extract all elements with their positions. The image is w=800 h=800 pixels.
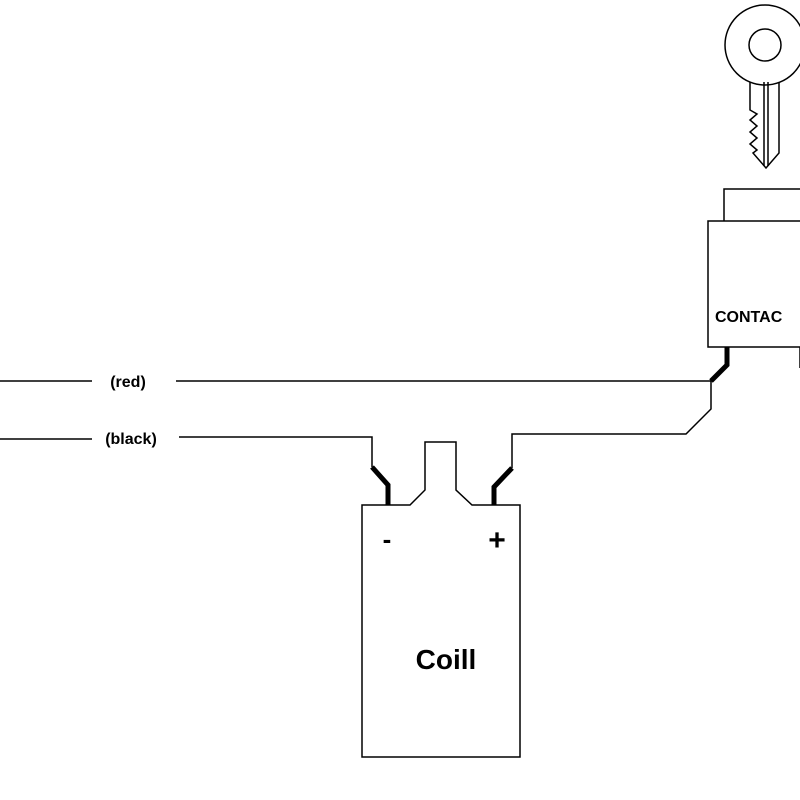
- key-icon: [724, 4, 800, 170]
- coil-positive-terminal-label: +: [488, 524, 506, 557]
- coil: [361, 441, 521, 758]
- coil-negative-terminal-label: -: [383, 524, 392, 554]
- red-wire: [0, 347, 730, 383]
- coil-label: Coill: [416, 644, 477, 675]
- contact-switch-label: CONTAC: [715, 309, 783, 326]
- red-wire-label: (red): [110, 374, 146, 391]
- positive-wire: [491, 381, 712, 505]
- black-wire: [0, 436, 391, 505]
- black-wire-label: (black): [105, 431, 157, 448]
- contact-switch: [707, 188, 800, 368]
